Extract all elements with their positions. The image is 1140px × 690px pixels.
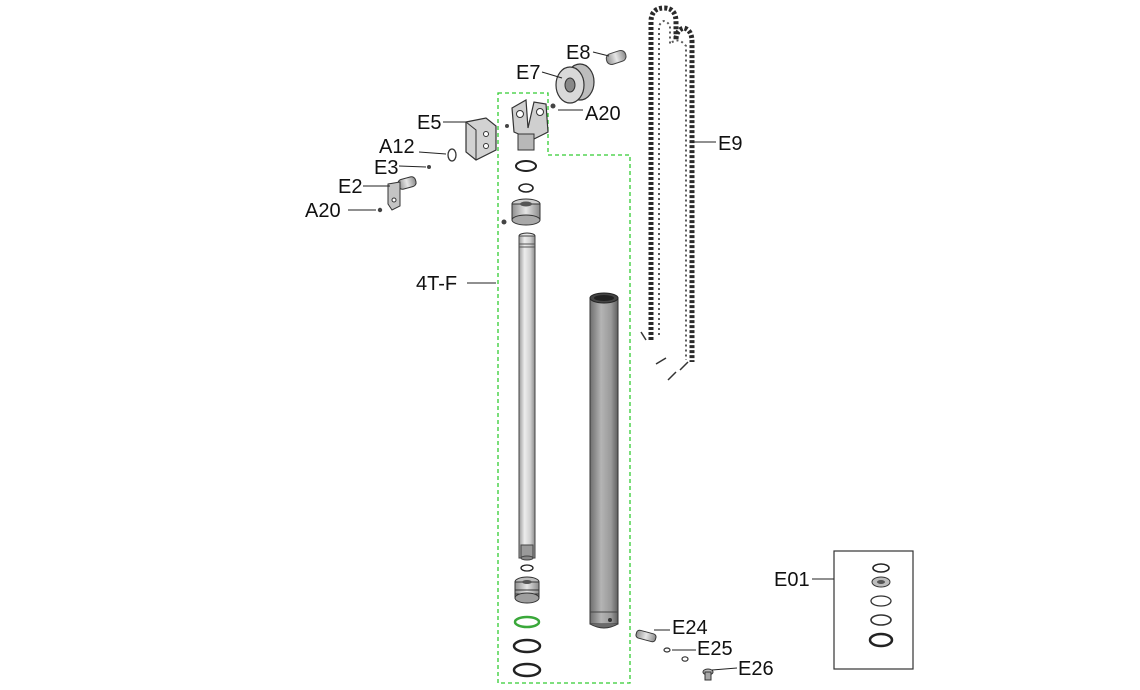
leader-lines	[348, 51, 834, 671]
ring-part-a12	[447, 148, 457, 162]
screw-part-e26	[702, 668, 714, 681]
label-a20-left: A20	[305, 200, 341, 222]
label-e24: E24	[672, 617, 708, 639]
shaft-part-e2	[387, 176, 417, 211]
pulley-part-e7	[555, 63, 595, 104]
top-seals	[515, 160, 537, 193]
seal-kit-box	[833, 550, 914, 670]
label-e26: E26	[738, 658, 774, 680]
assembly-outline	[497, 92, 631, 684]
piston-rod-part	[518, 232, 536, 561]
label-e25: E25	[697, 638, 733, 660]
clevis-head-part	[505, 99, 549, 151]
label-e3: E3	[374, 157, 398, 179]
pin-part-e3	[427, 165, 431, 169]
label-e9: E9	[718, 133, 742, 155]
lower-seal-stack	[512, 564, 542, 678]
label-assembly: 4T-F	[416, 273, 457, 295]
washer-part-e25	[663, 647, 671, 653]
screw-part-a20-top	[550, 103, 556, 109]
pin-part-e8	[605, 49, 627, 65]
label-e01: E01	[774, 569, 810, 591]
label-a20-top: A20	[585, 103, 621, 125]
label-e7: E7	[516, 62, 540, 84]
small-ball-part	[501, 219, 507, 225]
washer-part-e25b	[681, 656, 689, 662]
gland-nut-part	[511, 198, 541, 226]
screw-part-a20-left	[377, 207, 383, 213]
label-e8: E8	[566, 42, 590, 64]
bracket-part-e5	[465, 117, 497, 161]
fitting-part-e24	[635, 629, 657, 643]
chain-part	[640, 5, 695, 381]
label-e5: E5	[417, 112, 441, 134]
label-e2: E2	[338, 176, 362, 198]
cylinder-tube-part	[589, 292, 619, 629]
label-a12: A12	[379, 136, 415, 158]
